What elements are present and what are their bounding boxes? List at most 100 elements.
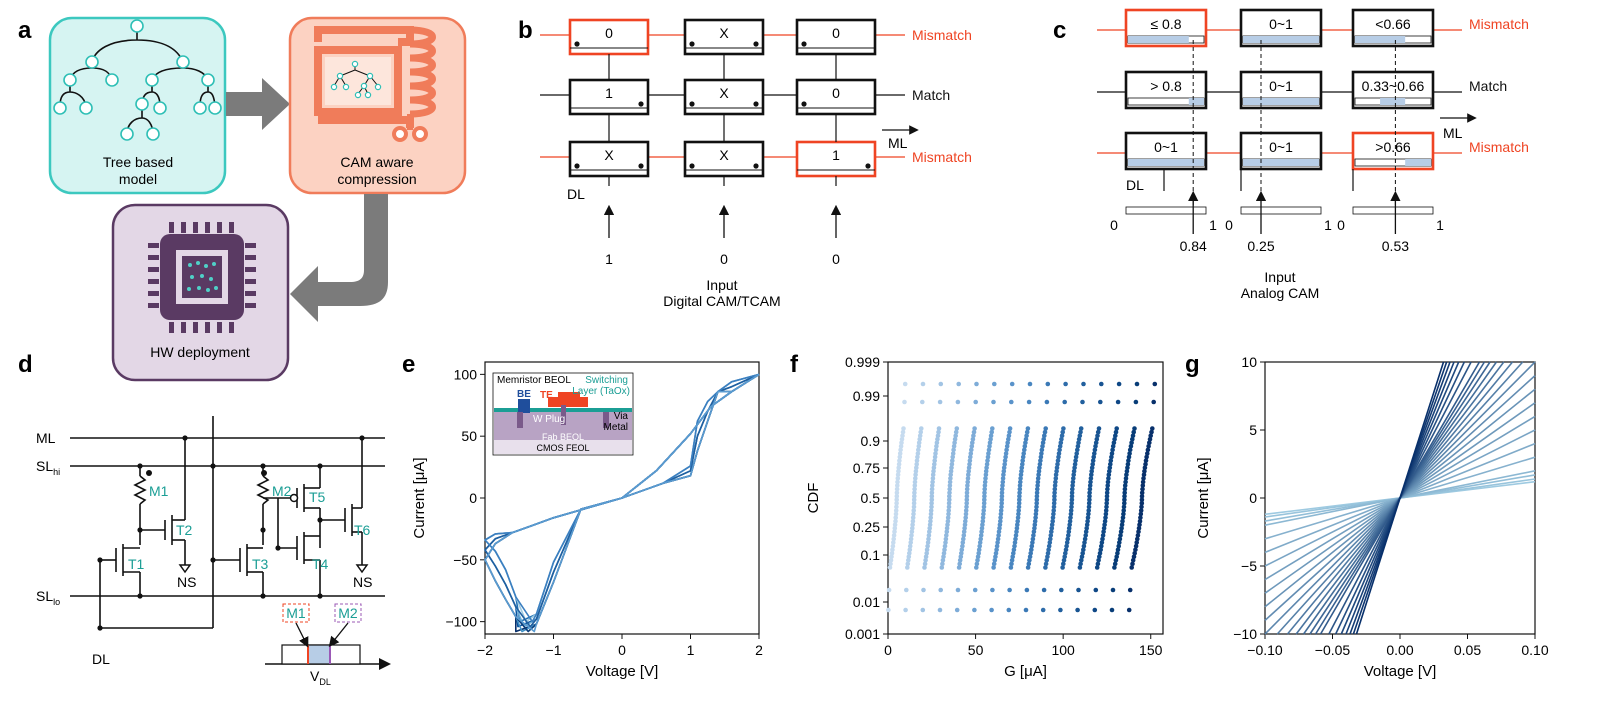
acam-cell-value: 0~1	[1269, 139, 1293, 155]
cdf-point	[1113, 429, 1119, 435]
cdf-point	[973, 399, 978, 405]
cdf-point	[964, 497, 970, 503]
cdf-point	[1097, 550, 1103, 556]
cdf-point	[975, 554, 981, 560]
cdf-point	[1121, 508, 1126, 513]
vdl-window: M1 M2 VDL	[265, 603, 391, 687]
cdf-point	[1070, 486, 1075, 492]
cdf-point	[886, 587, 892, 593]
input-value: 0.25	[1247, 238, 1274, 254]
cdf-point	[943, 536, 949, 542]
inset-be: BE	[517, 389, 531, 400]
cdf-point	[1089, 465, 1095, 471]
cdf-point	[1122, 483, 1128, 488]
cdf-point	[895, 472, 901, 478]
cdf-point	[1091, 454, 1096, 460]
cdf-point	[892, 522, 898, 527]
cdf-point	[1088, 479, 1093, 485]
cdf-point	[997, 522, 1003, 527]
cdf-point	[921, 587, 926, 593]
cdf-point	[962, 526, 967, 531]
t1-label: T1	[128, 556, 145, 572]
cdf-point	[986, 447, 992, 453]
cdf-point	[976, 547, 982, 552]
cdf-point	[1080, 399, 1085, 405]
cdf-point	[1147, 440, 1152, 446]
cdf-point	[991, 561, 997, 567]
cdf-point	[1051, 508, 1056, 513]
cdf-point	[1086, 511, 1091, 517]
cdf-point	[910, 515, 916, 520]
y-tick-label: −5	[1241, 558, 1257, 574]
cdf-point	[1009, 381, 1015, 387]
cdf-point	[1014, 529, 1019, 535]
cdf-point	[1109, 454, 1114, 460]
panel-letter-d: d	[18, 351, 33, 378]
caption-analog-cam: Analog CAM	[1241, 285, 1320, 301]
cdf-point	[1061, 558, 1067, 563]
cdf-point	[1054, 469, 1059, 474]
cdf-point	[1019, 465, 1025, 471]
cdf-point	[901, 426, 906, 431]
cdf-point	[1064, 540, 1070, 545]
cdf-point	[1077, 433, 1083, 439]
cdf-point	[971, 433, 976, 439]
cdf-point	[1113, 558, 1119, 563]
cdf-point	[1034, 493, 1040, 499]
x-tick-label: 1	[687, 642, 695, 658]
row-status-label: Mismatch	[1469, 139, 1529, 155]
cdf-point	[946, 504, 952, 510]
cdf-point	[1143, 461, 1148, 467]
inset-metal: Metal	[604, 422, 628, 433]
cdf-point	[1059, 433, 1065, 439]
cdf-point	[949, 461, 955, 467]
cdf-point	[964, 490, 970, 496]
cdf-point	[1083, 533, 1088, 538]
inset-fab: Fab BEOL	[542, 432, 584, 442]
cdf-point	[1034, 504, 1039, 510]
cdf-point	[891, 540, 896, 545]
cdf-point	[957, 561, 962, 567]
y-tick-label: 0.999	[845, 354, 880, 370]
cdf-point	[1115, 550, 1120, 556]
cdf-point	[947, 490, 952, 496]
cdf-point	[1092, 607, 1098, 613]
cdf-point	[896, 465, 901, 471]
cdf-point	[888, 561, 893, 567]
m1-box-label: M1	[286, 605, 306, 621]
y-tick-label: 0.01	[853, 594, 880, 610]
scale-max: 1	[1209, 217, 1217, 233]
cdf-point	[999, 504, 1004, 510]
ground-icon	[178, 564, 369, 574]
cell-dot	[574, 163, 580, 169]
cdf-point	[982, 483, 988, 488]
cdf-point	[920, 399, 925, 405]
cdf-point	[1044, 558, 1049, 563]
cdf-point	[981, 508, 986, 513]
cdf-point	[1017, 490, 1022, 496]
cdf-point	[1094, 565, 1100, 570]
cdf-point	[1108, 461, 1113, 467]
cdf-point	[1057, 447, 1062, 453]
cdf-point	[1018, 479, 1023, 485]
cdf-point	[1122, 490, 1127, 496]
cdf-point	[1125, 465, 1130, 471]
cdf-point	[1089, 469, 1094, 474]
cdf-point	[929, 490, 935, 496]
cdf-point	[894, 504, 899, 510]
cdf-point	[929, 501, 934, 506]
cdf-point	[947, 497, 952, 503]
cdf-point	[966, 472, 971, 478]
cdf-point	[1006, 607, 1012, 613]
y-tick-label: 0.9	[861, 433, 881, 449]
cdf-point	[940, 558, 946, 563]
cdf-point	[1070, 479, 1076, 485]
cdf-point	[941, 554, 946, 560]
cdf-point	[946, 501, 952, 506]
x-tick-label: 50	[968, 642, 984, 658]
input-value: 1	[605, 251, 613, 267]
cdf-point	[1139, 497, 1145, 503]
cdf-point	[1089, 472, 1094, 478]
cdf-point	[918, 429, 923, 435]
